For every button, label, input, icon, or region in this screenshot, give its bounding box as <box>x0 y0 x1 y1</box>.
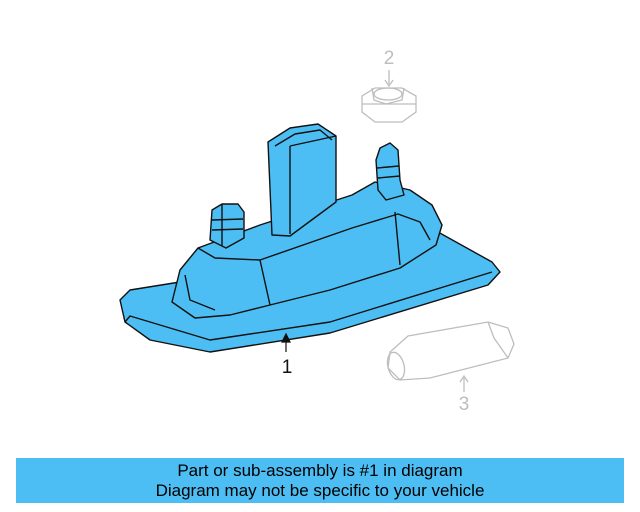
banner-line-2: Diagram may not be specific to your vehi… <box>155 480 485 500</box>
lamp-housing-part-1[interactable] <box>119 123 501 353</box>
callout-3: 3 <box>459 394 470 415</box>
info-banner: Part or sub-assembly is #1 in diagram Di… <box>16 458 624 503</box>
callout-1: 1 <box>282 357 293 378</box>
banner-line-1: Part or sub-assembly is #1 in diagram <box>177 460 463 480</box>
bulb-part-3[interactable] <box>385 321 515 392</box>
parts-diagram: 1 2 3 <box>119 48 515 415</box>
callout-2: 2 <box>384 48 395 69</box>
nut-part-2[interactable] <box>361 70 417 123</box>
leader-line-part-1 <box>281 332 291 352</box>
